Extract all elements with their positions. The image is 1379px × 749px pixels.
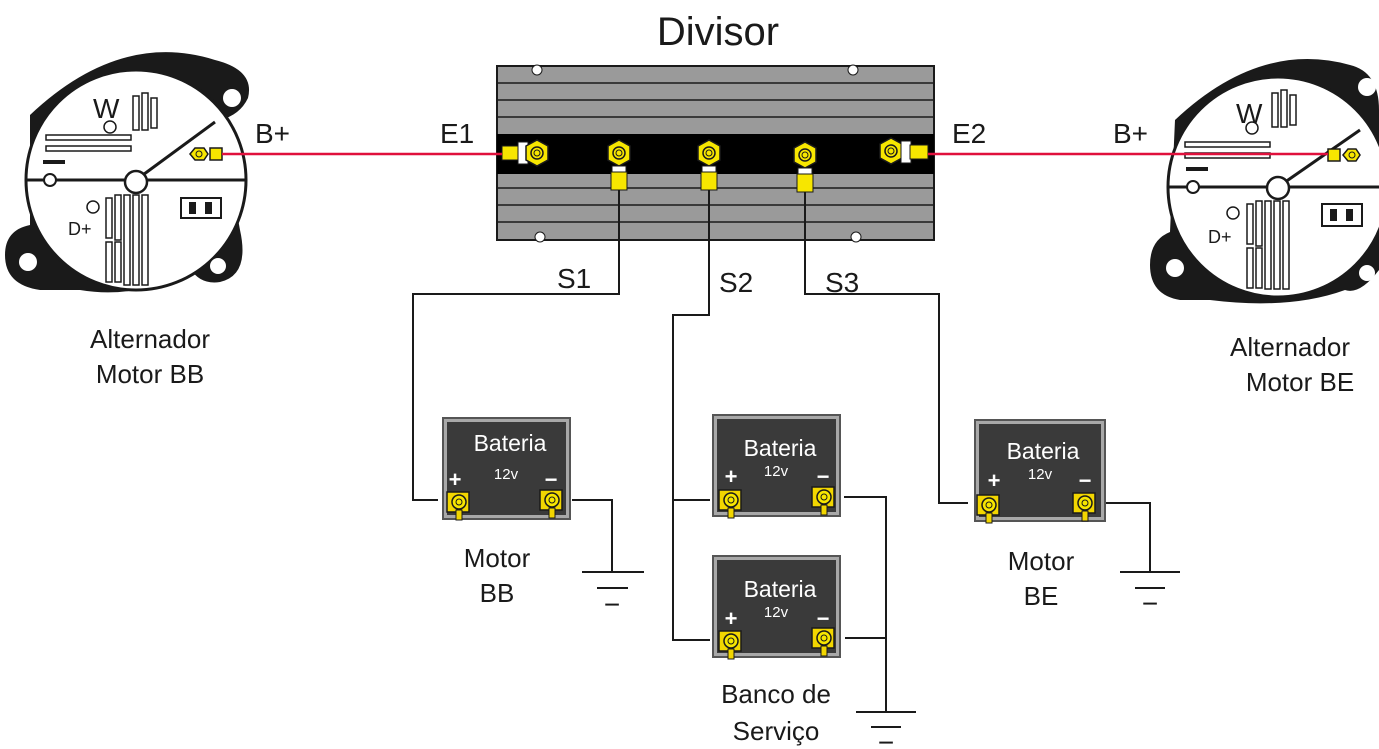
e2-label: E2 (952, 118, 986, 149)
diagram-title: Divisor (657, 10, 779, 54)
wire-be-negative-to-ground (1102, 502, 1151, 572)
s2-label: S2 (719, 267, 753, 298)
e1-label: E1 (440, 118, 474, 149)
battery-be-plus: + (988, 468, 1001, 493)
battery-service2-plus: + (725, 606, 738, 631)
battery-service2-minus: − (817, 606, 830, 631)
battery-be-label: Bateria (1007, 438, 1080, 464)
ground-service-minus: − (878, 727, 894, 749)
splitter-body (496, 64, 935, 243)
alt-be-dplus-label: D+ (1208, 227, 1232, 247)
battery-motor-bb (442, 417, 571, 521)
battery-service2-voltage: 12v (764, 604, 789, 621)
wire-bb-negative-to-ground (572, 499, 613, 572)
battery-service1-label: Bateria (744, 435, 817, 461)
battery-service-1 (712, 414, 841, 519)
s1-label: S1 (557, 263, 591, 294)
e2-terminal (879, 137, 929, 165)
caption-motor-be-line1: Motor (1008, 546, 1075, 576)
battery-bb-voltage: 12v (494, 466, 519, 483)
alt-be-w-label: W (1236, 98, 1263, 129)
ground-bb-minus: − (604, 589, 620, 620)
s3-terminal (793, 141, 817, 193)
caption-service-bank-line2: Serviço (733, 716, 820, 746)
battery-motor-be (974, 419, 1106, 524)
battery-be-voltage: 12v (1028, 466, 1053, 483)
alt-bb-dplus-label: D+ (68, 219, 92, 239)
battery-service-2 (712, 555, 841, 660)
s3-label: S3 (825, 267, 859, 298)
battery-bb-label: Bateria (474, 430, 547, 456)
caption-motor-bb-line2: BB (480, 578, 515, 608)
alt-bb-caption-line1: Alternador (90, 324, 210, 354)
alt-bb-w-label: W (93, 93, 120, 124)
alt-be-terminal-label: B+ (1113, 118, 1148, 149)
alt-bb-terminal-label: B+ (255, 118, 290, 149)
caption-motor-be-line2: BE (1024, 581, 1059, 611)
battery-bb-plus: + (449, 467, 462, 492)
alt-be-caption-line1: Alternador (1230, 332, 1350, 362)
alternator-bb (5, 52, 250, 293)
battery-be-minus: − (1079, 468, 1092, 493)
alt-be-caption-line2: Motor BE (1246, 367, 1354, 397)
alt-bb-caption-line2: Motor BB (96, 359, 204, 389)
battery-service1-plus: + (725, 464, 738, 489)
wire-s2-to-service-bank (672, 190, 710, 641)
ground-be-minus: − (1142, 588, 1158, 619)
alternator-be (1150, 59, 1379, 304)
caption-service-bank-line1: Banco de (721, 679, 831, 709)
battery-service1-minus: − (817, 464, 830, 489)
battery-service1-voltage: 12v (764, 463, 789, 480)
battery-bb-minus: − (545, 467, 558, 492)
battery-service2-label: Bateria (744, 576, 817, 602)
wire-service-negative-to-ground (844, 496, 887, 712)
wire-s3-to-battery-be (804, 192, 968, 504)
wire-s1-to-battery-bb (412, 190, 620, 501)
caption-motor-bb-line1: Motor (464, 543, 531, 573)
